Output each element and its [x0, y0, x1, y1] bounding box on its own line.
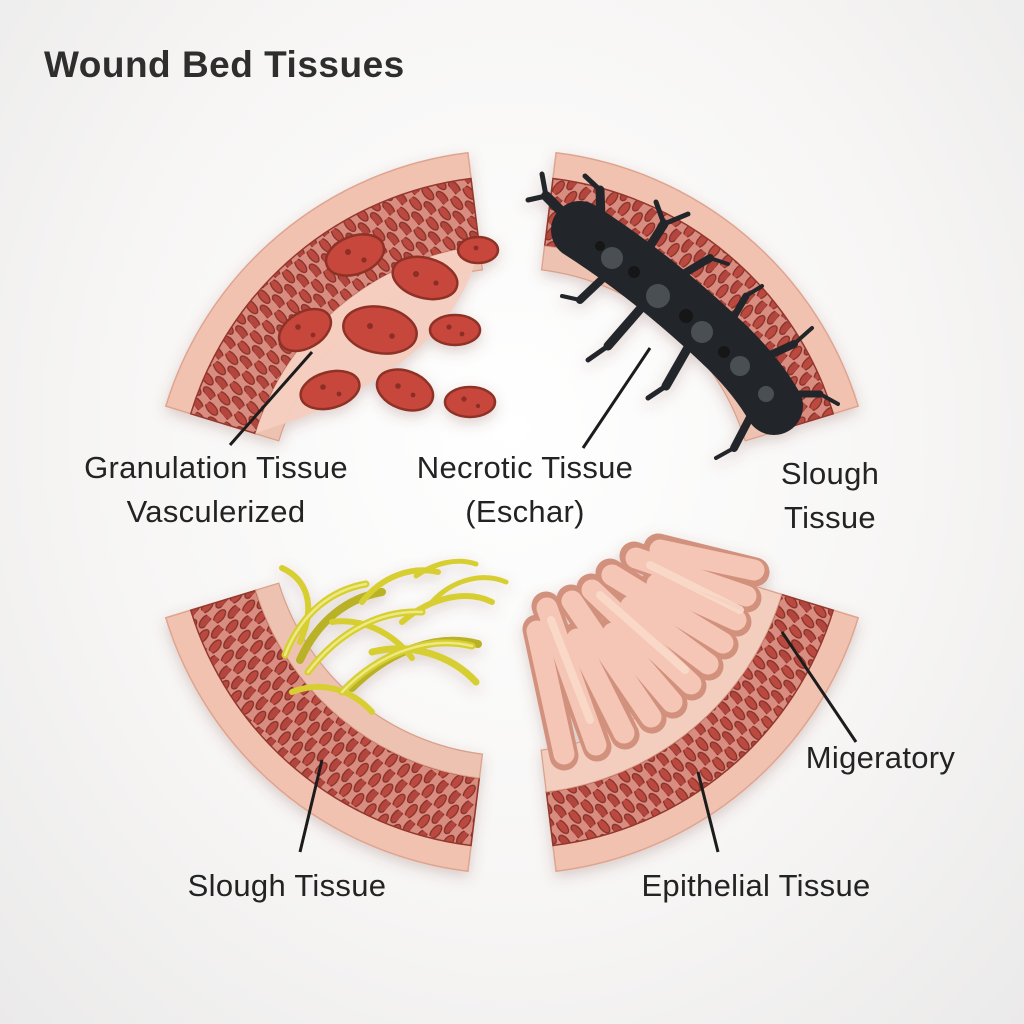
- necrotic-leader-line: [581, 347, 652, 449]
- label-necrotic-line1: Necrotic Tissue: [416, 450, 634, 485]
- label-slough-tissue-right: Slough Tissue: [745, 452, 915, 540]
- granulation-blob-dots: [295, 245, 481, 409]
- epithelial-fingers: [522, 533, 770, 771]
- slough-leader-line: [298, 759, 324, 853]
- migratory-leader-line: [780, 631, 858, 743]
- label-epithelial-line: Epithelial Tissue: [641, 868, 871, 903]
- granulation-blobs: [277, 233, 500, 419]
- granulation-leader-line: [228, 351, 314, 446]
- label-slough-right-line1: Slough: [780, 456, 880, 491]
- necrotic-wedge-illustration: [525, 151, 860, 460]
- label-slough-tissue-bottom: Slough Tissue: [147, 864, 427, 908]
- leader-lines: [228, 347, 858, 853]
- epithelial-wedge-illustration: [522, 533, 860, 873]
- label-slough-right-line2: Tissue: [784, 500, 876, 535]
- granulation-wedge-illustration: [164, 151, 500, 442]
- slough-strands: [279, 558, 509, 715]
- label-necrotic-tissue: Necrotic Tissue (Eschar): [385, 446, 665, 534]
- label-epithelial-tissue: Epithelial Tissue: [596, 864, 916, 908]
- label-granulation-line1: Granulation Tissue: [84, 450, 348, 485]
- label-slough-bottom-line: Slough Tissue: [187, 868, 387, 903]
- label-migratory-line: Migeratory: [805, 740, 956, 775]
- epithelial-leader-line: [696, 771, 720, 853]
- diagram-title: Wound Bed Tissues: [44, 44, 405, 85]
- label-migratory: Migeratory: [788, 736, 973, 780]
- label-granulation-line2: Vasculerized: [126, 494, 306, 529]
- slough-wedge-illustration: [164, 558, 509, 873]
- label-necrotic-line2: (Eschar): [465, 494, 585, 529]
- necrotic-mottling: [595, 241, 774, 402]
- label-granulation-tissue: Granulation Tissue Vasculerized: [40, 446, 392, 534]
